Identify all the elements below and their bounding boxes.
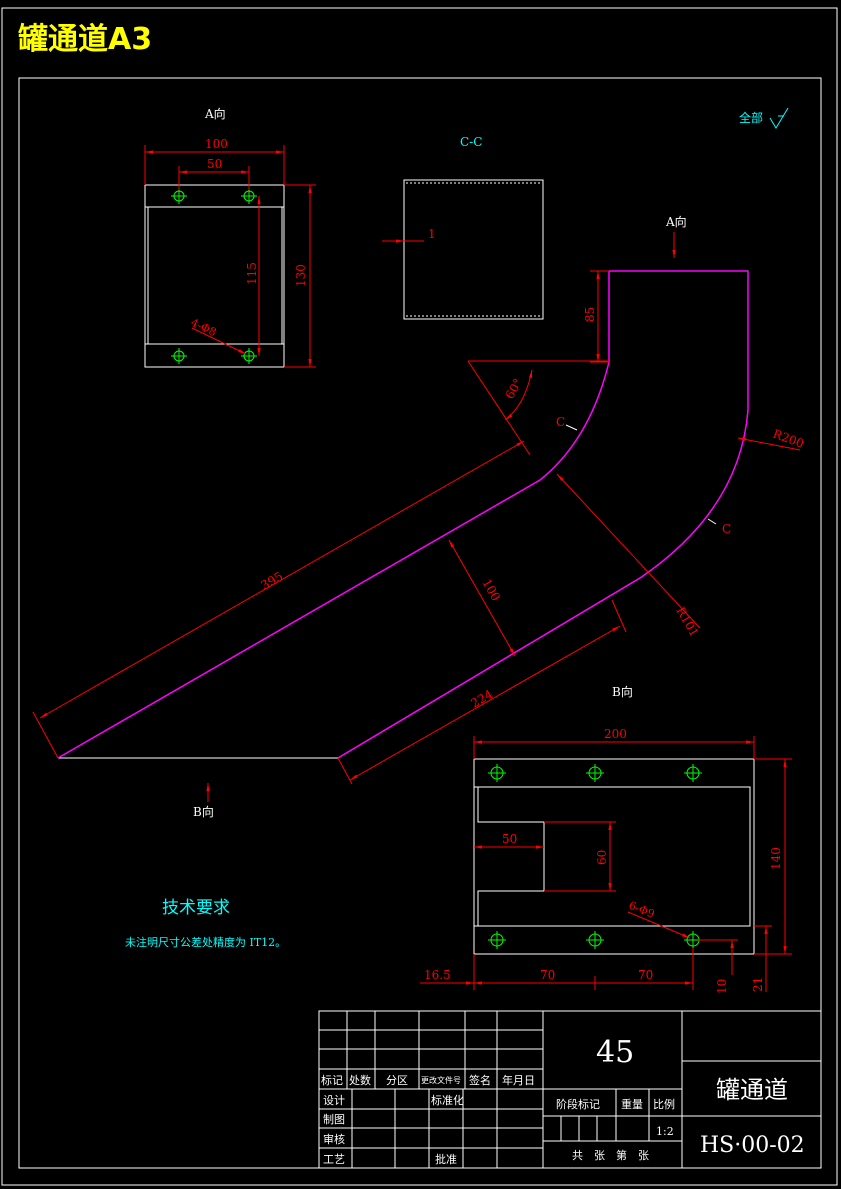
dim-thickness: 1 [428,227,436,241]
hdr-date: 年月日 [502,1073,535,1087]
hole-marks [171,188,257,364]
view-a-label: A向 [204,106,226,121]
dim-long-edge: 395 [259,569,286,593]
dim-angle: 60° [502,376,525,401]
hdr-ratio: 比例 [653,1097,675,1111]
section-cc-label: C-C [460,135,482,149]
section-mark-1: C [556,415,565,429]
outer-border [1,7,838,1186]
drawing-number: HS·00-02 [700,1133,805,1158]
hdr-design: 设计 [323,1094,345,1107]
title-block-text: 标记 处数 分区 更改文件号 签名 年月日 设计 标准化 制图 审核 工艺 批准… [321,1035,805,1166]
dim-pitch-1: 70 [540,968,555,982]
bend-dims [32,270,801,802]
dim-b-width: 200 [604,727,627,741]
hdr-review: 审核 [323,1132,345,1146]
hdr-sheets: 共 张 第 张 [572,1148,649,1162]
view-b-dims [420,736,792,992]
dim-outer-radius: R200 [771,427,806,451]
hdr-weight: 重量 [621,1097,643,1111]
tech-requirements: 技术要求 未注明尺寸公差处精度为 IT12。 [125,898,286,949]
dim-inner-radius: R101 [673,605,701,640]
hdr-mark: 标记 [321,1073,343,1087]
page-title: 罐通道A3 [18,22,153,57]
hdr-signature: 签名 [469,1073,491,1087]
dim-b-height: 140 [769,847,783,870]
hdr-count: 处数 [349,1074,371,1087]
hdr-process: 工艺 [323,1153,345,1166]
dim-notch-width: 50 [502,832,517,846]
surface-finish-text: 全部 [739,110,763,125]
plate-outline [144,184,285,368]
view-b: B向 200 [420,684,792,994]
dim-height: 130 [294,264,308,287]
outer-profile [337,271,749,759]
hdr-standard: 标准化 [431,1093,464,1107]
dim-edge-2: 21 [751,977,765,992]
material-value: 45 [596,1035,634,1070]
dim-width: 100 [205,137,228,151]
title-block [318,1010,822,1169]
hdr-zone: 分区 [386,1074,408,1087]
view-a-dims [144,145,316,368]
bend-label-b: B向 [193,804,214,819]
surface-finish: 全部 [739,107,789,129]
section-mark-2: C [722,522,731,536]
dim-pitch-2: 70 [638,968,653,982]
dim-notch-height: 60 [595,850,609,865]
tech-title: 技术要求 [162,898,230,918]
hdr-stage: 阶段标记 [556,1097,600,1111]
bend-label-a: A向 [665,214,687,229]
dim-holes: 4-Φ8 [189,316,219,339]
hdr-approve: 批准 [435,1152,457,1166]
dim-hole-height: 115 [245,262,259,285]
hdr-change-doc: 更改文件号 [421,1075,461,1085]
view-a-top: A向 100 50 115 130 4-Φ8 [144,106,316,368]
dim-hole-spacing: 50 [207,157,222,171]
view-b-label: B向 [612,684,633,699]
bend-view: A向 85 60° 395 100 224 R200 R101 C [32,214,806,819]
dim-short-edge: 224 [469,687,496,711]
section-cc: C-C 1 [382,135,544,320]
dim-top: 85 [583,307,597,322]
dim-edge-1: 10 [715,979,729,994]
part-name: 罐通道 [716,1076,788,1104]
tech-note: 未注明尺寸公差处精度为 IT12。 [125,935,286,949]
inner-profile [57,271,610,759]
dim-offset: 16.5 [424,968,451,982]
scale-value: 1:2 [656,1125,674,1138]
view-b-holes [488,764,702,949]
hdr-draw: 制图 [323,1113,345,1126]
